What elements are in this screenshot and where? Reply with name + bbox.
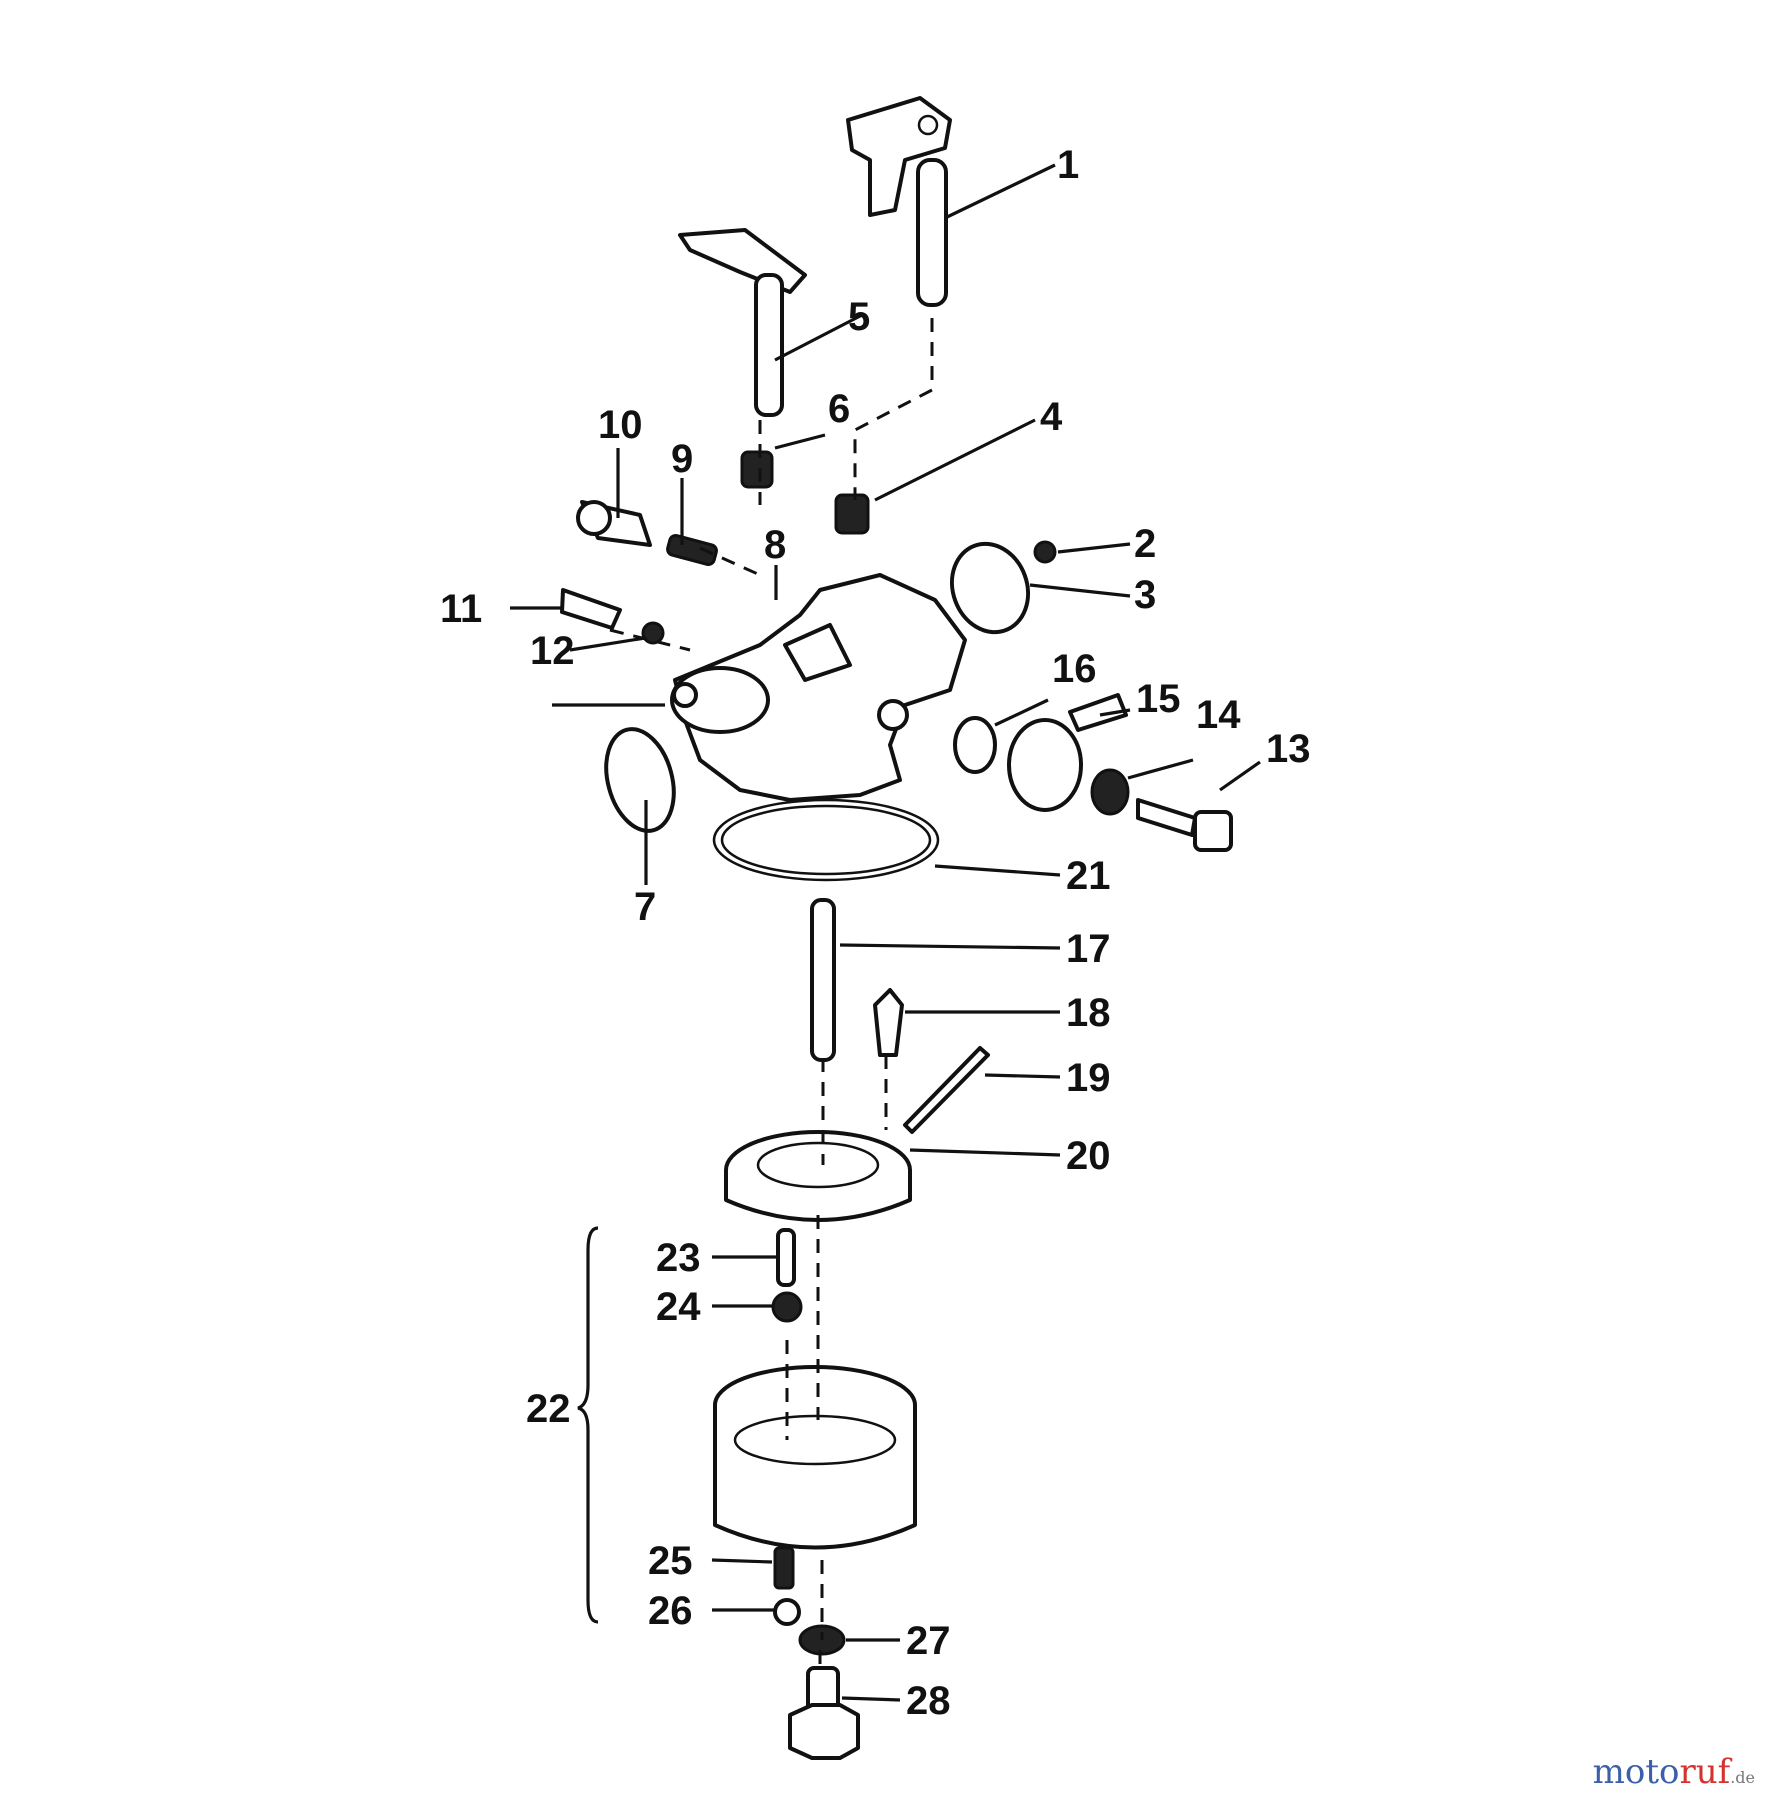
callout-22: 22 bbox=[526, 1387, 571, 1431]
callout-2: 2 bbox=[1134, 522, 1156, 566]
callout-10: 10 bbox=[598, 403, 643, 447]
watermark-domain: .de bbox=[1730, 1768, 1755, 1787]
watermark-brand-part2: ruf bbox=[1679, 1752, 1731, 1792]
part-4-spring bbox=[834, 493, 870, 535]
callout-21: 21 bbox=[1066, 854, 1111, 898]
callout-27: 27 bbox=[906, 1619, 951, 1663]
part-22-fuel-bowl bbox=[713, 1365, 917, 1550]
part-13-screw bbox=[1136, 798, 1233, 852]
callout-1: 1 bbox=[1057, 143, 1079, 187]
callout-3: 3 bbox=[1134, 573, 1156, 617]
callout-25: 25 bbox=[648, 1539, 693, 1583]
callout-7: 7 bbox=[634, 885, 656, 929]
callout-9: 9 bbox=[671, 437, 693, 481]
callout-labels: 1 2 3 4 5 6 7 8 9 10 11 12 13 14 15 16 1… bbox=[440, 143, 1311, 1723]
part-10-screw bbox=[576, 500, 652, 547]
part-19-pin bbox=[903, 1046, 990, 1134]
callout-19: 19 bbox=[1066, 1056, 1111, 1100]
callout-15: 15 bbox=[1136, 677, 1181, 721]
part-11-screw bbox=[560, 588, 622, 630]
part-24-washer bbox=[771, 1291, 803, 1323]
part-23-screw bbox=[776, 1228, 796, 1287]
watermark-brand-part1: moto bbox=[1592, 1752, 1680, 1792]
leader-lines bbox=[510, 163, 1261, 1702]
part-17-emulsion-tube bbox=[810, 898, 836, 1062]
callout-4: 4 bbox=[1040, 395, 1063, 439]
part-28-bowl-nut bbox=[788, 1666, 860, 1760]
part-12-washer bbox=[641, 621, 665, 645]
callout-17: 17 bbox=[1066, 927, 1111, 971]
callout-28: 28 bbox=[906, 1679, 951, 1723]
callout-6: 6 bbox=[828, 387, 850, 431]
part-20-float bbox=[724, 1130, 912, 1222]
part-1-throttle-lever bbox=[846, 96, 952, 307]
callout-12: 12 bbox=[530, 629, 575, 673]
part-26-ball bbox=[773, 1598, 801, 1626]
part-15-needle bbox=[1068, 693, 1128, 732]
part-2-screw bbox=[1033, 540, 1057, 564]
callout-16: 16 bbox=[1052, 647, 1097, 691]
part-16-ring bbox=[953, 716, 997, 774]
part-3-choke-plate bbox=[949, 541, 1031, 635]
part-5-choke-lever bbox=[678, 228, 807, 417]
alignment-lines bbox=[609, 318, 934, 1670]
callout-26: 26 bbox=[648, 1589, 693, 1633]
callout-23: 23 bbox=[656, 1236, 701, 1280]
part-9-spring bbox=[666, 533, 718, 567]
part-21-gasket bbox=[712, 798, 940, 882]
callout-11: 11 bbox=[440, 587, 482, 631]
carburetor-body bbox=[670, 573, 967, 802]
callout-18: 18 bbox=[1066, 991, 1111, 1035]
callout-14: 14 bbox=[1196, 693, 1241, 737]
part-7-throttle-plate bbox=[604, 727, 676, 833]
watermark-logo: motoruf.de bbox=[1593, 1752, 1755, 1792]
callout-13: 13 bbox=[1266, 727, 1311, 771]
callout-8: 8 bbox=[764, 523, 786, 567]
callout-24: 24 bbox=[656, 1285, 701, 1329]
part-6-spring bbox=[740, 450, 774, 489]
part-18-needle bbox=[873, 988, 904, 1057]
part-25-spring bbox=[773, 1546, 795, 1590]
callout-5: 5 bbox=[848, 295, 870, 339]
part-14-spring bbox=[1007, 718, 1130, 816]
callout-20: 20 bbox=[1066, 1134, 1111, 1178]
